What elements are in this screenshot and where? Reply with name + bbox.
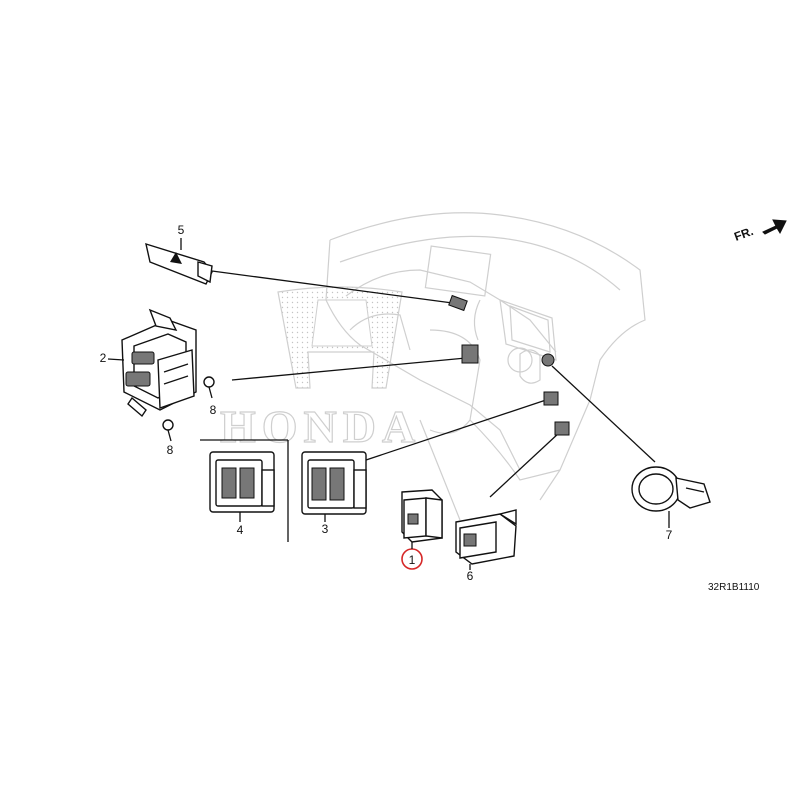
- part-5-hazard-switch[interactable]: [145, 242, 213, 285]
- callout-8-lower[interactable]: 8: [167, 443, 174, 457]
- direction-label: FR.: [732, 224, 755, 244]
- honda-watermark: HONDA: [219, 286, 421, 453]
- callout-8-upper[interactable]: 8: [210, 403, 217, 417]
- part-2-switch-panel[interactable]: [121, 308, 197, 418]
- dashboard-outline: [325, 212, 646, 521]
- part-4-switch-box[interactable]: [209, 451, 275, 513]
- callout-stubs: [107, 238, 670, 570]
- callout-3[interactable]: 3: [322, 522, 329, 536]
- part-7-start-button[interactable]: [631, 466, 711, 512]
- callout-1[interactable]: 1: [409, 553, 416, 567]
- callout-5[interactable]: 5: [178, 223, 185, 237]
- callout-6[interactable]: 6: [467, 569, 474, 583]
- callout-2[interactable]: 2: [100, 351, 107, 365]
- leader-lines: [200, 270, 656, 542]
- part-3-switch-box[interactable]: [301, 451, 367, 515]
- dashboard-targets: [448, 294, 570, 436]
- callout-7[interactable]: 7: [666, 528, 673, 542]
- diagram-code: 32R1B1110: [708, 582, 760, 593]
- watermark-text: HONDA: [220, 401, 421, 452]
- front-arrow-icon: [762, 219, 787, 235]
- part-8-screw-upper[interactable]: [203, 376, 215, 399]
- part-6-switch[interactable]: [455, 509, 517, 565]
- callout-4[interactable]: 4: [237, 523, 244, 537]
- front-direction-indicator: FR.: [732, 219, 787, 244]
- part-8-screw-lower[interactable]: [162, 419, 174, 442]
- part-1-switch[interactable]: [401, 489, 443, 543]
